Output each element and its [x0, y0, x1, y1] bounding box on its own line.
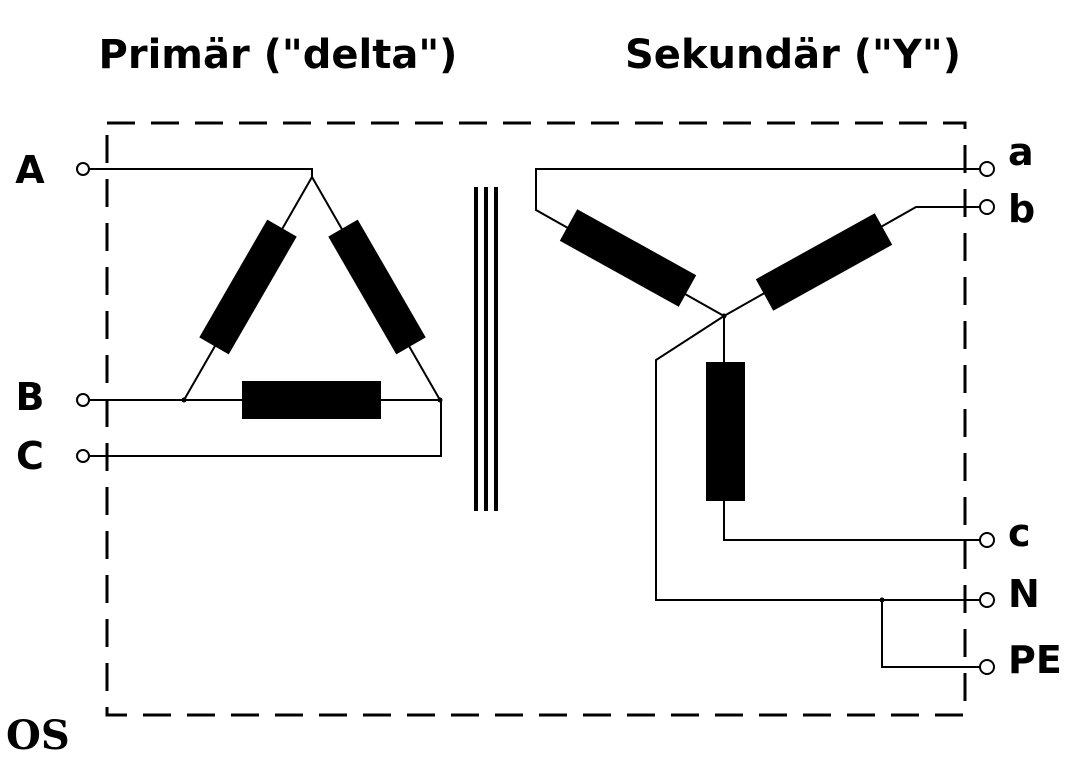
terminal-a[interactable]: a: [979, 130, 1034, 177]
transformer-enclosure: [105, 121, 967, 717]
terminal-b[interactable]: b: [979, 187, 1035, 231]
terminal-C[interactable]: C: [16, 434, 90, 478]
transformer-core: [474, 187, 498, 511]
author-signature: OS: [6, 712, 70, 759]
primary-coil-right: [328, 219, 426, 355]
secondary-coil-right: [755, 213, 893, 311]
terminal-label-A: A: [15, 148, 45, 192]
terminal-label-PE: PE: [1008, 638, 1062, 682]
terminal-label-b: b: [1008, 187, 1035, 231]
secondary-y-winding: [535, 168, 987, 668]
primary-title: Primär ("delta"): [99, 32, 458, 78]
terminal-label-C: C: [16, 434, 44, 478]
primary-coil-bottom: [242, 381, 381, 419]
terminal-PE[interactable]: PE: [979, 638, 1062, 682]
terminal-A[interactable]: A: [15, 148, 90, 192]
primary-coil-left: [199, 219, 297, 355]
terminal-label-a: a: [1008, 130, 1034, 174]
terminal-N[interactable]: N: [979, 572, 1040, 616]
secondary-coil-bottom: [706, 362, 745, 501]
secondary-coil-left: [559, 209, 697, 307]
terminal-label-c: c: [1008, 511, 1031, 555]
terminal-label-B: B: [16, 375, 45, 419]
secondary-title: Sekundär ("Y"): [625, 32, 961, 78]
terminal-label-N: N: [1008, 572, 1040, 616]
terminal-B[interactable]: B: [16, 375, 90, 419]
primary-delta-winding: [83, 168, 443, 457]
terminal-c[interactable]: c: [979, 511, 1031, 555]
